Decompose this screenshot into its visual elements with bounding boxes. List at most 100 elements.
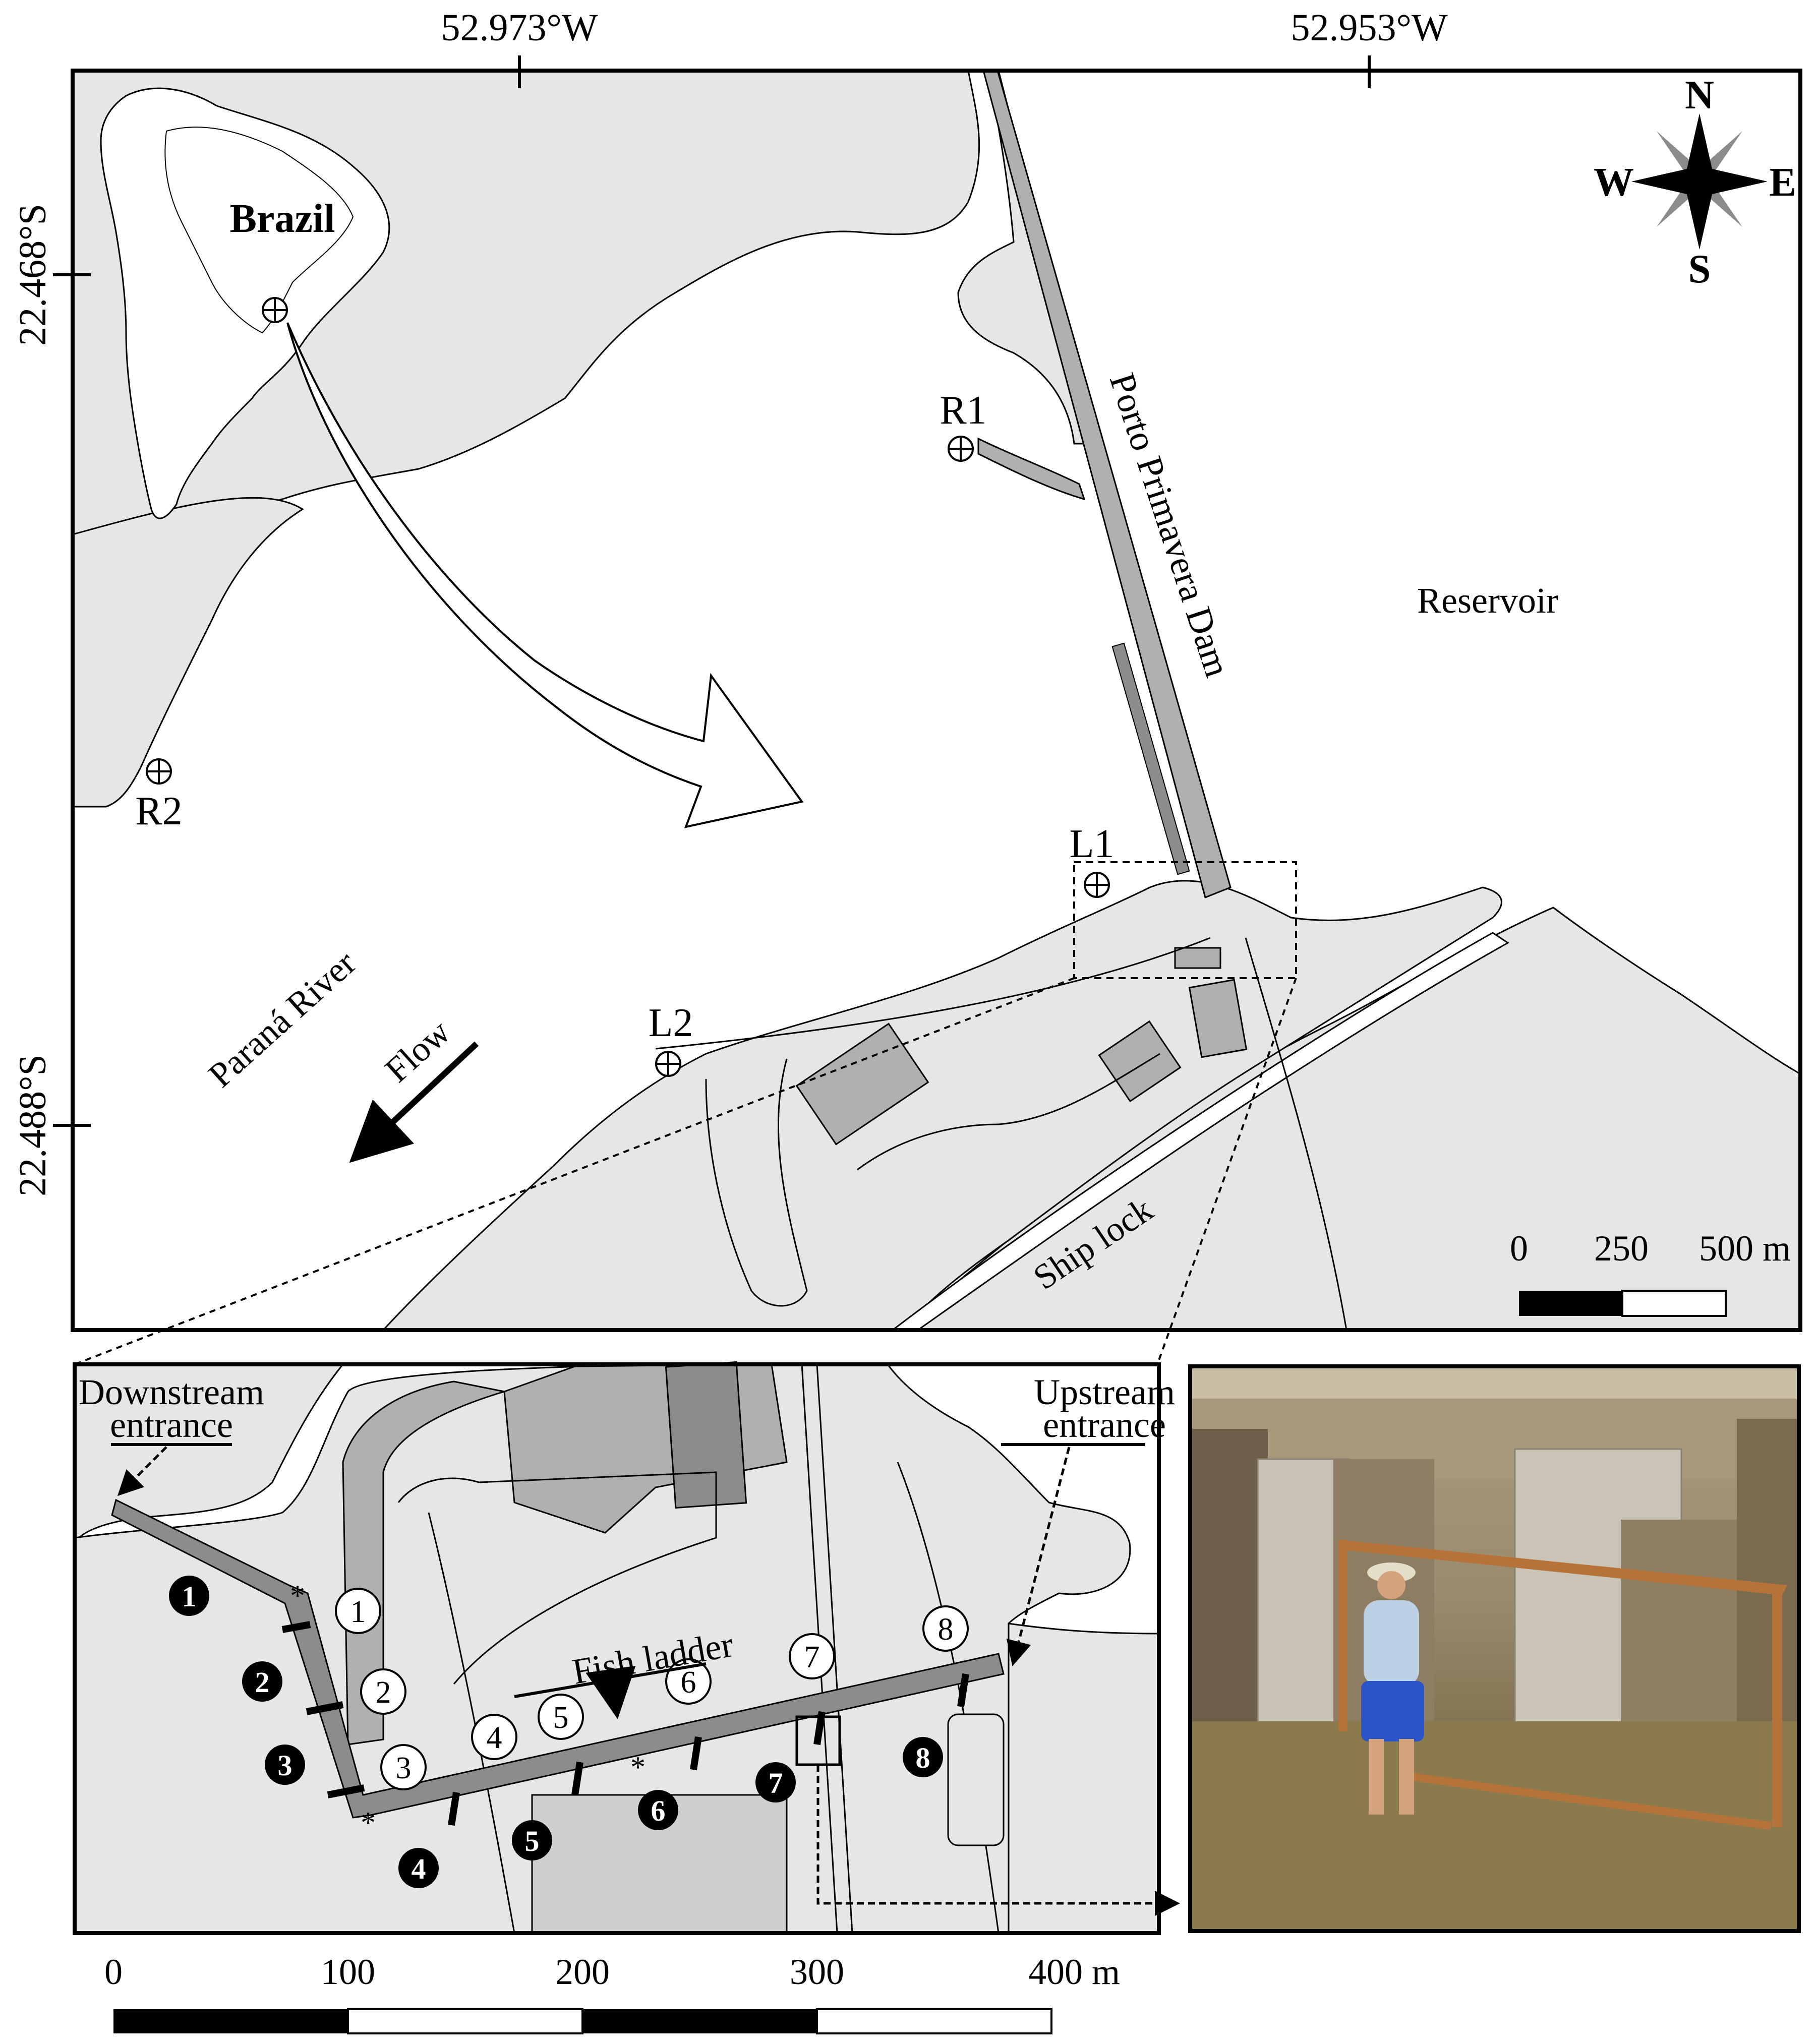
detail-scale-segment-4 [816, 2008, 1052, 2034]
site-r2: R2 [135, 758, 183, 833]
detail-scale-tick-3: 300 [790, 1952, 844, 1992]
asterisk-3: * [630, 1751, 646, 1784]
main-scale-bar: 0 250 500 m [1510, 1228, 1791, 1317]
black-marker-7: 7 [755, 1762, 796, 1802]
inset-country-label: Brazil [230, 197, 335, 241]
detail-extent-box [1073, 861, 1297, 979]
ladder-barrier-4 [448, 1791, 460, 1826]
white-marker-2-label: 2 [376, 1675, 391, 1710]
downstream-label-line1: Downstream [79, 1372, 264, 1412]
white-marker-3-label: 3 [396, 1751, 412, 1785]
main-scale-black-segment [1519, 1291, 1622, 1316]
site-l1-label: L1 [1070, 822, 1115, 866]
main-scale-tick-1: 250 [1594, 1228, 1649, 1269]
compass-w-label: W [1594, 160, 1634, 205]
compass-s-label: S [1688, 247, 1711, 291]
detail-pool [947, 1713, 1005, 1846]
site-l2: L2 [649, 1001, 693, 1077]
photo-wooden-frame-bottom [1401, 1772, 1772, 1830]
detail-scale-tick-1: 100 [321, 1952, 375, 1992]
upstream-label-line2: entrance [1043, 1405, 1166, 1445]
latitude-label-top: 22.468°S [12, 204, 54, 346]
photo-person-leg-right [1399, 1739, 1414, 1815]
photo-wooden-post-right [1772, 1585, 1782, 1827]
detail-scale-bar: 0 100 200 300 400 m [104, 1952, 1120, 2034]
black-marker-5-label: 5 [525, 1825, 540, 1857]
white-marker-1: 1 [335, 1588, 381, 1634]
detail-scale-segment-3 [582, 2009, 817, 2033]
main-map-panel: Brazil Flow Paraná River Reservoir Porto… [71, 69, 1802, 1332]
white-marker-8: 8 [922, 1605, 969, 1652]
connector-left [74, 977, 1075, 1365]
black-marker-4: 4 [398, 1848, 439, 1888]
photo-water [1192, 1721, 1797, 1929]
ladder-barrier-1 [281, 1621, 311, 1633]
building-4 [1174, 947, 1221, 969]
black-marker-4-label: 4 [412, 1852, 426, 1885]
detail-scale-segment-1 [113, 2009, 348, 2033]
detail-scale-segment-2 [347, 2008, 583, 2034]
coordinate-graticule: 52.973°W 52.953°W 22.468°S 22.488°S [12, 7, 1448, 1196]
photo-wooden-post-left [1338, 1540, 1347, 1731]
south-america-outline [100, 87, 390, 519]
flow-arrow [349, 1041, 479, 1163]
white-marker-5-label: 5 [553, 1701, 569, 1735]
reservoir-label: Reservoir [1417, 580, 1558, 621]
road-b [1245, 937, 1347, 1331]
site-r2-label: R2 [135, 789, 182, 833]
road-c [857, 1053, 1160, 1171]
detail-powerhouse [665, 1361, 747, 1509]
white-marker-3: 3 [380, 1744, 427, 1790]
main-scale-tick-0: 0 [1510, 1228, 1528, 1269]
detail-land-left [74, 1363, 345, 1546]
white-marker-7-label: 7 [804, 1640, 820, 1674]
building-3 [1188, 979, 1248, 1058]
latitude-label-bottom: 22.488°S [12, 1054, 54, 1196]
dam-powerhouse-strip [1111, 642, 1190, 875]
black-marker-1-label: 1 [182, 1580, 197, 1613]
downstream-label-line2: entrance [110, 1405, 233, 1445]
main-scale-white-segment [1621, 1290, 1727, 1317]
white-marker-1-label: 1 [350, 1595, 366, 1629]
road-a [705, 1058, 808, 1307]
asterisk-2: * [361, 1806, 376, 1839]
upstream-label-line1: Upstream [1034, 1372, 1175, 1412]
land-west [72, 497, 304, 808]
black-marker-1: 1 [169, 1576, 209, 1616]
photo-person-shorts [1361, 1681, 1424, 1741]
building-1 [795, 1023, 929, 1146]
detail-scale-tick-4: 400 m [1028, 1952, 1120, 1992]
black-marker-3: 3 [265, 1745, 305, 1785]
site-l2-label: L2 [649, 1001, 693, 1045]
photo-person-leg-left [1369, 1739, 1384, 1815]
r1-spit [977, 437, 1086, 501]
main-map-frame [71, 69, 1802, 1332]
white-marker-2: 2 [360, 1668, 406, 1715]
black-marker-5: 5 [512, 1820, 552, 1860]
compass-e-label: E [1769, 160, 1796, 205]
north-arrow: N S E W [1594, 73, 1796, 291]
ladder-barrier-8 [957, 1673, 969, 1708]
ladder-barrier-5 [571, 1761, 583, 1796]
white-marker-6: 6 [665, 1658, 712, 1705]
white-marker-8-label: 8 [938, 1612, 954, 1647]
road-d [655, 937, 1211, 1050]
white-marker-6-label: 6 [681, 1665, 696, 1700]
detail-map-frame [73, 1362, 1161, 1935]
black-marker-6-label: 6 [651, 1794, 666, 1827]
black-marker-8-label: 8 [916, 1741, 930, 1774]
ladder-barrier-6 [690, 1736, 702, 1771]
detail-land-right [1008, 1622, 1160, 1934]
black-marker-6: 6 [638, 1790, 678, 1830]
site-l1: L1 [1070, 822, 1115, 898]
asterisk-1: * [290, 1579, 305, 1612]
inset-pointer-arrow [286, 322, 804, 828]
photo-person-head [1377, 1571, 1405, 1599]
photo-wooden-frame [1338, 1540, 1787, 1595]
ship-lock-channel [890, 932, 1509, 1331]
detail-map-panel: * * * 1 2 3 4 5 6 7 8 1 2 3 4 5 6 7 8 Fi… [73, 1361, 1180, 1935]
white-marker-7: 7 [789, 1633, 835, 1679]
compass-star [1631, 113, 1768, 250]
black-marker-7-label: 7 [769, 1767, 783, 1799]
